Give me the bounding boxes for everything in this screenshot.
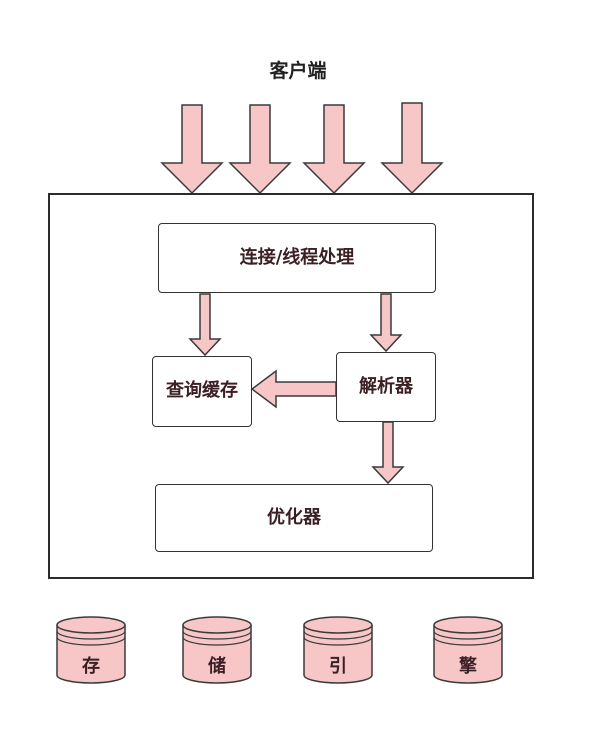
storage-label-3: 引 [329, 656, 347, 677]
arrow-parser-to-cache [250, 369, 337, 409]
client-label: 客户端 [269, 60, 327, 82]
storage-cylinder-3 [303, 616, 373, 684]
connection-thread-label: 连接/线程处理 [239, 246, 355, 268]
query-cache-label: 查询缓存 [166, 380, 238, 402]
optimizer-box: 优化器 [155, 484, 433, 552]
storage-cylinder-2 [182, 616, 252, 684]
parser-label: 解析器 [359, 375, 413, 397]
arrow-parser-to-optimizer [371, 421, 405, 485]
storage-label-2: 储 [208, 656, 226, 677]
arrow-connection-to-parser [369, 293, 403, 353]
client-arrow-2 [228, 104, 292, 195]
arrow-connection-to-cache [188, 293, 222, 357]
query-cache-box: 查询缓存 [152, 356, 252, 427]
client-arrow-3 [302, 104, 366, 195]
storage-cylinder-1 [56, 616, 126, 684]
parser-box: 解析器 [336, 352, 436, 422]
optimizer-label: 优化器 [267, 506, 321, 528]
storage-label-1: 存 [82, 656, 100, 677]
connection-thread-box: 连接/线程处理 [158, 223, 436, 293]
client-arrow-1 [160, 104, 224, 195]
storage-cylinder-4 [433, 616, 503, 684]
client-arrow-4 [380, 102, 444, 195]
storage-label-4: 擎 [459, 656, 477, 677]
